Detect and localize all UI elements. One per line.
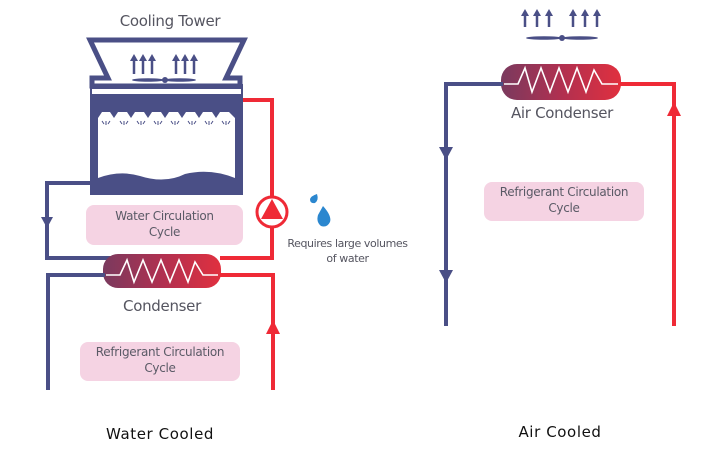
- air-refrigerant-loop-pipes: [439, 82, 681, 328]
- refrigerant-cycle-line1: Refrigerant Circulation: [95, 345, 225, 359]
- refrigerant-cycle-line2: Cycle: [144, 361, 176, 375]
- flow-arrow-down-icon: [41, 217, 53, 228]
- flow-arrow-down-icon: [439, 270, 453, 283]
- fan-icon: [132, 77, 196, 83]
- condenser-coil: [103, 254, 221, 288]
- flow-arrow-down-icon: [439, 147, 453, 160]
- airflow-arrows-icon: [130, 54, 198, 74]
- air-condenser-label: Air Condenser: [510, 104, 614, 122]
- air-refrigerant-cycle-line2: Cycle: [548, 201, 580, 215]
- water-circulation-cycle-label: Water Circulation Cycle: [86, 205, 243, 245]
- condenser-label: Condenser: [123, 297, 201, 315]
- tower-body: [90, 86, 243, 195]
- water-cooled-caption: Water Cooled: [105, 425, 215, 443]
- air-condenser-coil: [501, 64, 621, 100]
- water-loop-pipes: [41, 98, 274, 260]
- airflow-arrows-icon: [521, 9, 601, 27]
- water-drop-icon: [310, 194, 331, 227]
- water-cycle-line2: Cycle: [148, 225, 181, 239]
- fan-icon: [526, 35, 598, 41]
- refrigerant-loop-pipes: [46, 273, 280, 392]
- air-refrigerant-cycle-line1: Refrigerant Circulation: [499, 185, 629, 199]
- water-note: Requires large volumes of water: [280, 236, 415, 266]
- water-note-line1: Requires large volumes: [287, 237, 408, 250]
- water-note-line2: of water: [326, 252, 369, 265]
- air-cooled-caption: Air Cooled: [518, 423, 602, 441]
- air-refrigerant-circulation-cycle-label: Refrigerant Circulation Cycle: [484, 182, 644, 221]
- flow-arrow-up-icon: [266, 320, 280, 334]
- flow-arrow-up-icon: [667, 102, 681, 116]
- water-supply-pipe: [220, 98, 274, 260]
- water-cycle-line1: Water Circulation: [115, 209, 214, 223]
- refrigerant-circulation-cycle-label: Refrigerant Circulation Cycle: [80, 342, 240, 381]
- cooling-tower-label: Cooling Tower: [119, 12, 221, 30]
- cooling-tower: [86, 37, 248, 195]
- air-cooled-system: [439, 9, 681, 328]
- pump-icon: [255, 195, 289, 229]
- spray-nozzles: [98, 106, 235, 118]
- water-spray: [101, 120, 231, 125]
- water-cooled-system: [41, 37, 331, 392]
